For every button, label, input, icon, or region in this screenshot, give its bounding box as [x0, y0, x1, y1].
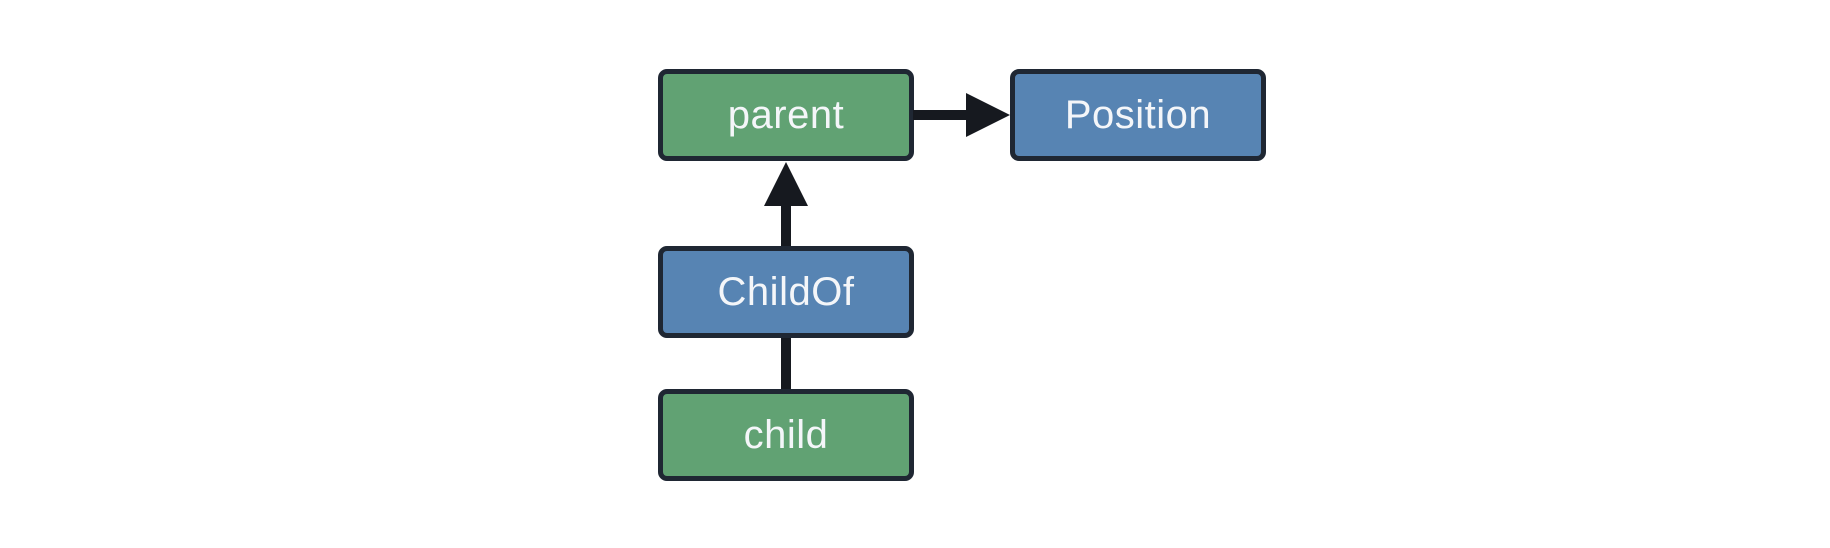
node-parent-label: parent	[727, 93, 845, 137]
edge-child-to-childof-line	[781, 338, 791, 389]
node-parent: parent	[658, 69, 914, 161]
node-childof-label: ChildOf	[717, 270, 855, 314]
edge-parent-to-position-shaft	[913, 110, 970, 120]
node-position: Position	[1010, 69, 1266, 161]
node-child-label: child	[743, 413, 829, 457]
arrowhead-right-icon	[966, 93, 1010, 137]
edge-childof-to-parent-shaft	[781, 204, 791, 246]
node-child: child	[658, 389, 914, 481]
node-position-label: Position	[1064, 93, 1212, 137]
arrowhead-up-icon	[764, 162, 808, 206]
node-childof: ChildOf	[658, 246, 914, 338]
